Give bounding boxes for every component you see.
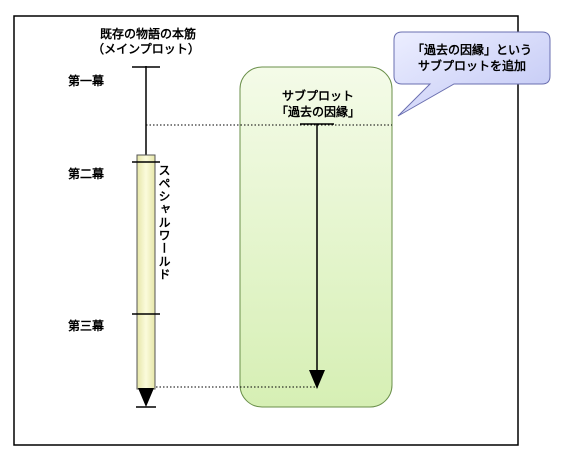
main-plot-title: 既存の物語の本筋	[100, 26, 196, 41]
subplot-arrowhead	[309, 370, 325, 389]
main-plot-subtitle: （メインプロット）	[92, 41, 200, 56]
main-plot-arrowhead	[138, 388, 154, 407]
subplot-title: サブプロット	[282, 88, 354, 103]
special-world-label: スペシャルワールド	[157, 164, 171, 281]
act3-label: 第三幕	[68, 318, 105, 333]
special-world-bar	[136, 154, 156, 390]
subplot-box	[239, 66, 393, 408]
act2-label: 第二幕	[68, 166, 105, 181]
callout-bubble	[393, 31, 551, 117]
callout-text-line2: サブプロットを追加	[418, 58, 526, 73]
act1-label: 第一幕	[68, 73, 105, 88]
subplot-subtitle: 「過去の因縁」	[276, 104, 360, 119]
callout-text-line1: 「過去の因縁」という	[412, 42, 532, 57]
